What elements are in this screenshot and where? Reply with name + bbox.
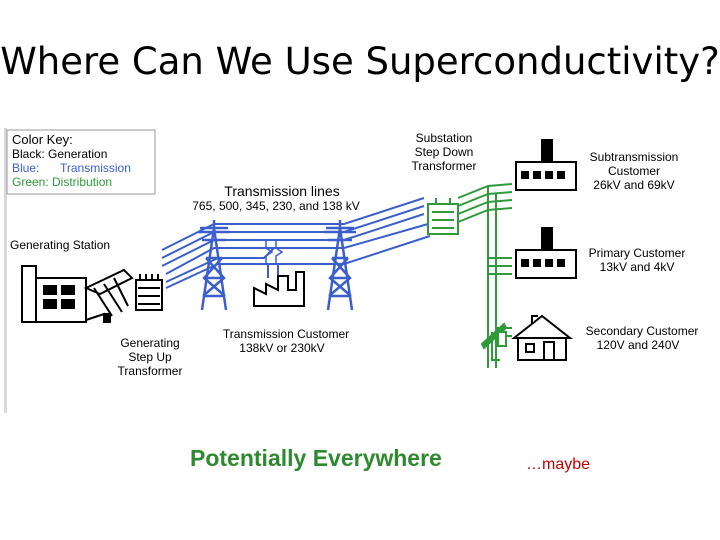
tagline: Potentially Everywhere xyxy=(190,445,442,471)
subtransmission-label-1: Subtransmission xyxy=(590,150,679,164)
slide-title: Where Can We Use Superconductivity? xyxy=(0,40,720,83)
transmission-customer-voltage: 138kV or 230kV xyxy=(239,341,324,355)
transmission-customer-factory xyxy=(253,271,305,307)
step-up-transformer xyxy=(135,274,163,311)
color-key-heading: Color Key: xyxy=(12,132,73,147)
distribution-lines xyxy=(457,183,513,368)
left-edge-shade xyxy=(4,128,7,413)
power-grid-diagram: Color Key: Black: Generation Blue: Trans… xyxy=(4,128,699,413)
aside-note: …maybe xyxy=(526,456,591,473)
color-key-blue-value: Transmission xyxy=(60,161,131,175)
step-up-label-1: Generating xyxy=(120,336,179,350)
color-key: Color Key: Black: Generation Blue: Trans… xyxy=(6,129,156,195)
step-up-label-2: Step Up xyxy=(128,350,172,364)
substation-label-1: Substation xyxy=(416,131,473,145)
transmission-lines-label: Transmission lines xyxy=(224,183,339,199)
transmission-tower-2 xyxy=(324,220,356,311)
subtransmission-label-2: Customer xyxy=(608,164,660,178)
substation-transformer xyxy=(427,198,459,235)
primary-customer-voltage: 13kV and 4kV xyxy=(600,260,675,274)
secondary-customer-voltage: 120V and 240V xyxy=(597,338,680,352)
color-key-box xyxy=(6,129,156,195)
generating-station xyxy=(21,265,134,323)
subtransmission-customer-building xyxy=(515,139,577,191)
transmission-tower-1 xyxy=(198,220,230,311)
step-up-label-3: Transformer xyxy=(118,364,183,378)
transmission-lines-voltages: 765, 500, 345, 230, and 138 kV xyxy=(192,199,359,213)
primary-customer-building xyxy=(515,227,577,279)
transmission-customer-label: Transmission Customer xyxy=(223,327,349,341)
color-key-green: Green: Distribution xyxy=(12,175,112,189)
secondary-customer-house xyxy=(511,314,573,361)
generating-station-label: Generating Station xyxy=(10,238,110,252)
color-key-blue-label: Blue: xyxy=(12,161,39,175)
color-key-black: Black: Generation xyxy=(12,147,107,161)
transmission-lines xyxy=(161,197,431,289)
substation-label-2: Step Down xyxy=(415,145,474,159)
subtransmission-label-3: 26kV and 69kV xyxy=(593,178,674,192)
primary-customer-label: Primary Customer xyxy=(589,246,686,260)
substation-label-3: Transformer xyxy=(412,159,477,173)
secondary-customer-label: Secondary Customer xyxy=(586,324,699,338)
